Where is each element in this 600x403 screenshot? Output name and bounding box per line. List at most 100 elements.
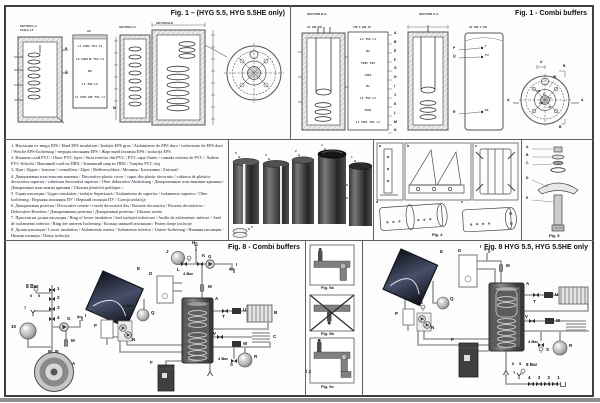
label-k: K xyxy=(202,253,206,258)
label-l: L xyxy=(177,267,180,272)
label-u: U xyxy=(243,307,247,312)
divider-m3 xyxy=(521,139,522,240)
solar-collector xyxy=(382,248,439,307)
label-m2: M xyxy=(208,284,212,289)
side-letter: I xyxy=(394,84,395,89)
label-s: S xyxy=(230,362,234,367)
photo-callout: 4 xyxy=(321,143,323,147)
label-1: 1 xyxy=(57,286,60,291)
tank-section-aa xyxy=(407,25,449,131)
label-5: 5 xyxy=(519,361,522,366)
notes-list: 1. Изолация от твърд EPS / Hard EPS insu… xyxy=(11,143,225,239)
expansion-vessel-r xyxy=(552,340,568,356)
side-letter: M xyxy=(394,119,397,124)
fig5-caption: Fig. 5 xyxy=(549,233,560,238)
fig8-combi-schematic xyxy=(19,242,273,392)
port-row: R1 xyxy=(366,85,370,89)
tank-plain xyxy=(458,32,504,131)
label-q: Q xyxy=(450,296,454,301)
photo-callout: 2 xyxy=(295,149,297,153)
tank-section-bb xyxy=(298,27,349,131)
note-item: 5. Горна изолация / Upper insulation / i… xyxy=(11,191,208,202)
label-w: W xyxy=(556,318,561,323)
tank-top-view-a xyxy=(34,350,74,392)
dim-a-left: A xyxy=(507,98,510,102)
side-letter: H xyxy=(394,75,397,80)
label-r: R xyxy=(569,343,573,348)
label-m: M xyxy=(113,106,116,110)
fig5-callout-d: D xyxy=(526,176,529,180)
thermostat-w xyxy=(545,318,554,324)
label-10: 10 xyxy=(11,324,17,329)
buffer-tank-hyg xyxy=(488,282,525,352)
note-item: 2. Външен слой PVC / Outer PVC layer / S… xyxy=(11,155,219,166)
pressure-gauge xyxy=(520,368,526,376)
panel-notes: 1. Изолация от твърд EPS / Hard EPS insu… xyxy=(8,141,227,239)
insulation-photos xyxy=(232,148,373,238)
port-row: L1 CIR1 CW TS1 L1 xyxy=(74,96,106,100)
label-w: W xyxy=(243,341,248,346)
label-q: Q xyxy=(151,310,155,315)
port-row: L4 CIR2 TS4 L4 xyxy=(77,44,103,48)
port-row: L2 TS2 L2 xyxy=(82,83,98,87)
pipes xyxy=(404,253,589,385)
label-q: Q xyxy=(65,70,68,74)
port-row: L4 TS4 L4 xyxy=(360,38,376,42)
label-n: N xyxy=(431,325,435,330)
panel-fig4: a b c d e Fig. 4 xyxy=(374,140,521,240)
fig5-callout-c: C xyxy=(526,161,529,165)
top-ports-3: AV HW Z CW xyxy=(469,26,487,29)
panel-fig1-hyg: Fig. 1 – (HYG 5.5, HYG 5.5HE only) SECTI… xyxy=(6,7,290,139)
label-h: H xyxy=(192,240,196,245)
label-d: D xyxy=(149,271,153,276)
label-3: 3 xyxy=(57,305,60,310)
label-t: T xyxy=(222,314,225,319)
divider-top xyxy=(290,5,291,139)
floor-heating-coil xyxy=(252,332,270,343)
fig4-box-b xyxy=(404,142,472,201)
label-4: 4 xyxy=(57,315,60,320)
y-strainer xyxy=(516,372,522,380)
expansion-vessel-r xyxy=(237,352,253,368)
panel-fig8-combi: Fig. 8 - Combi buffers 8 Bar 1 2 3 4 5 6… xyxy=(6,240,305,396)
label-a: A xyxy=(526,281,530,286)
divider-h1 xyxy=(4,139,594,140)
fig5-callout-e: E xyxy=(526,196,529,200)
label-8bar: 8 Bar xyxy=(26,284,39,290)
side-letter: B xyxy=(394,39,397,44)
label-a-topview: A xyxy=(72,361,76,366)
fig4-drawing xyxy=(376,142,519,233)
dim-u: U xyxy=(540,60,543,64)
label-m: M xyxy=(71,338,75,343)
photo-callout: 6 xyxy=(251,225,253,229)
safety-gauge xyxy=(538,346,544,354)
drain-cup xyxy=(560,381,566,388)
controller-p xyxy=(100,319,114,339)
page-edge-shadow xyxy=(0,398,600,402)
expansion-vessel-q xyxy=(136,308,150,322)
label-p: P xyxy=(94,323,98,328)
label-v: V xyxy=(213,331,217,336)
dim-a-right: A xyxy=(581,98,584,102)
boiler-f xyxy=(458,342,479,378)
fig4-sub-c: c xyxy=(475,144,477,148)
label-p: P xyxy=(453,46,456,50)
label-g2: G xyxy=(208,254,212,259)
photo-callout: 5 xyxy=(235,151,237,155)
tank-front-ports xyxy=(72,34,108,109)
label-av: AV xyxy=(87,29,91,33)
floor-heating-coil xyxy=(566,320,586,331)
label-a-tank: A xyxy=(215,296,219,301)
divider-b2 xyxy=(362,240,363,396)
fig8-hyg-title: Fig. 8 HYG 5.5, HYG 5.5HE only xyxy=(484,244,588,251)
photo-callout: 8 xyxy=(349,194,351,198)
boiler-f xyxy=(157,364,175,392)
side-letter: F xyxy=(394,57,397,62)
side-letter: J xyxy=(394,93,396,98)
label-f: F xyxy=(150,360,153,365)
thermostat-w xyxy=(232,341,241,347)
expansion-vessel-j xyxy=(170,250,186,266)
boiler-d xyxy=(458,254,478,288)
